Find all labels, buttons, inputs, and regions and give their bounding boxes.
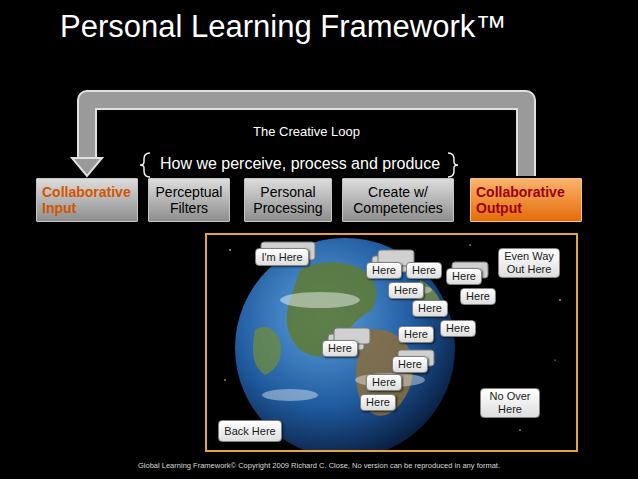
- callout-bubble: Here: [440, 320, 476, 337]
- callout-text: Here: [417, 302, 443, 315]
- callout-text: Even Way Out Here: [503, 250, 555, 275]
- callout-bubble: Here: [446, 268, 482, 285]
- input-box: Collaborative Input: [36, 178, 138, 222]
- process-box: Perceptual Filters: [148, 178, 230, 222]
- copyright-note: Global Learning Framework© Copyright 200…: [0, 461, 638, 470]
- callout-text: Here: [451, 270, 477, 283]
- right-brace: [448, 153, 458, 177]
- loop-band: [87, 100, 526, 176]
- callout-bubble: Here: [398, 326, 434, 343]
- callout-bubble: Here: [460, 288, 496, 305]
- box-label: Collaborative Input: [42, 184, 132, 216]
- callout-bubble: Here: [412, 300, 448, 317]
- loop-label: The Creative Loop: [250, 124, 363, 139]
- box-label: Personal Processing: [250, 184, 326, 216]
- callout-bubble: Here: [366, 262, 402, 279]
- callout-bubble: Here: [366, 374, 402, 391]
- callout-text: Here: [411, 264, 437, 277]
- callout-bubble: I'm Here: [255, 248, 309, 266]
- callout-text: Here: [403, 328, 429, 341]
- slide-title: Personal Learning Framework™: [60, 9, 506, 45]
- callout-text: Here: [371, 376, 397, 389]
- box-label: Perceptual Filters: [154, 184, 224, 216]
- box-label: Collaborative Output: [476, 184, 576, 216]
- callout-text: Here: [371, 264, 397, 277]
- callout-bubble: Here: [388, 282, 424, 299]
- earth-picture: [224, 238, 561, 450]
- box-label: Create w/ Competencies: [348, 184, 448, 216]
- callout-text: Here: [393, 284, 419, 297]
- callout-text: Here: [465, 290, 491, 303]
- callout-bubble: Even Way Out Here: [498, 248, 560, 278]
- process-box: Create w/ Competencies: [342, 178, 454, 222]
- callout-bubble: Here: [406, 262, 442, 279]
- callout-text: I'm Here: [260, 251, 304, 264]
- bracket-caption: How we perceive, process and produce: [150, 155, 450, 173]
- left-brace: [140, 153, 150, 177]
- callout-bubble: Here: [322, 340, 358, 357]
- callout-text: No Over Here: [485, 390, 535, 415]
- loop-band-outline: [87, 100, 526, 176]
- callout-bubble: No Over Here: [480, 388, 540, 418]
- stacked-callouts: [261, 242, 488, 366]
- callout-bubble: Back Here: [218, 420, 282, 442]
- arrow-head: [72, 158, 102, 176]
- callout-text: Here: [365, 396, 391, 409]
- callout-bubble: Here: [392, 356, 428, 373]
- callout-text: Here: [397, 358, 423, 371]
- output-box: Collaborative Output: [470, 178, 582, 222]
- callout-text: Here: [327, 342, 353, 355]
- process-box: Personal Processing: [244, 178, 332, 222]
- callout-text: Back Here: [223, 425, 277, 438]
- creative-loop-arrow: [72, 100, 526, 176]
- callout-text: Here: [445, 322, 471, 335]
- callout-bubble: Here: [360, 394, 396, 411]
